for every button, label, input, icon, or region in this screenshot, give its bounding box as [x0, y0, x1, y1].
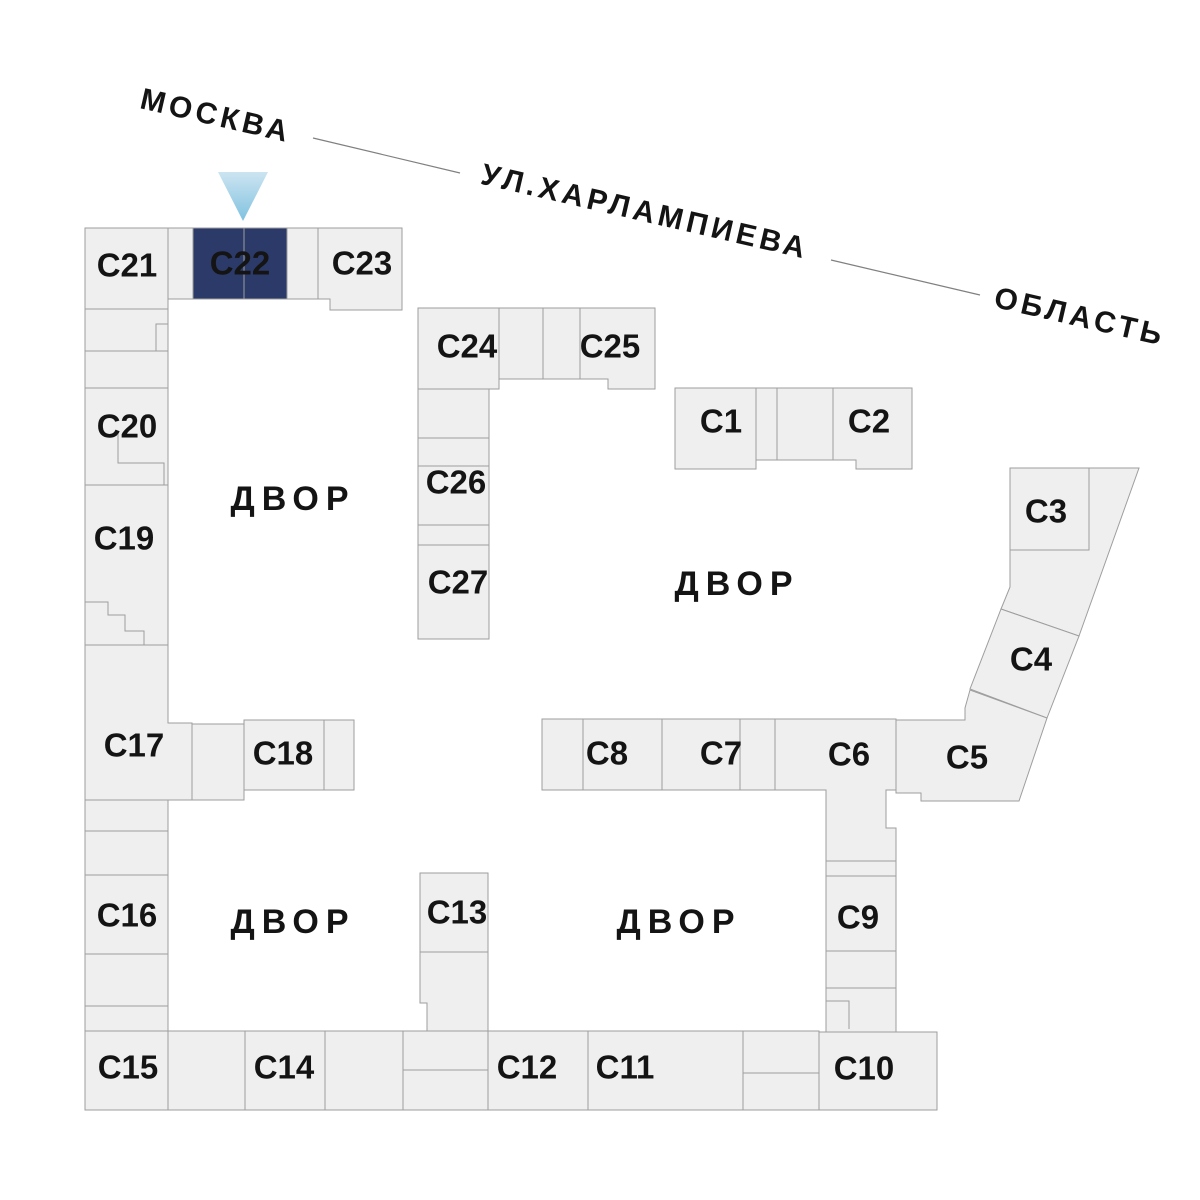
unlabeled-section: [84, 1005, 169, 1032]
unlabeled-section: [417, 388, 490, 439]
building-c19-shape: [84, 484, 169, 646]
building-c21[interactable]: С21: [84, 227, 169, 310]
building-c12-shape: [487, 1030, 589, 1111]
unlabeled-section: [417, 524, 490, 546]
building-c9[interactable]: С9: [825, 875, 897, 952]
building-c11[interactable]: С11: [587, 1030, 744, 1111]
courtyard-label: ДВОР: [230, 903, 355, 941]
unlabeled-section: [776, 387, 834, 461]
building-c16[interactable]: С16: [84, 874, 169, 955]
section-divider-line: [117, 434, 165, 485]
building-c20[interactable]: С20: [84, 387, 169, 486]
unlabeled-section: [742, 1030, 820, 1074]
building-c10[interactable]: С10: [818, 1031, 938, 1111]
unlabeled-section: [84, 799, 169, 832]
section-divider-line: [155, 323, 168, 351]
building-c22-shape: [192, 227, 245, 300]
building-c15[interactable]: С15: [84, 1030, 169, 1111]
building-c20-shape: [84, 387, 169, 486]
building-c13[interactable]: С13: [419, 872, 489, 953]
detail-lines-layer: [117, 323, 850, 1029]
building-c22[interactable]: С22: [192, 227, 288, 300]
unlabeled-section: [324, 1030, 404, 1111]
courtyard-label: ДВОР: [674, 565, 799, 603]
building-c6-shape: [774, 718, 897, 862]
building-c2-shape: [832, 387, 913, 470]
street-label-oblast: ОБЛАСТЬ: [991, 281, 1169, 353]
unlabeled-section: [84, 350, 169, 389]
unlabeled-section: [542, 307, 581, 380]
building-c3[interactable]: С3: [1009, 467, 1090, 551]
unlabeled-section: [417, 437, 490, 467]
building-c9-shape: [825, 875, 897, 952]
building-c1-shape: [674, 387, 757, 470]
street-line: [830, 259, 981, 296]
unlabeled-section: [167, 227, 194, 300]
building-c6[interactable]: С6: [774, 718, 897, 862]
unlabeled-section: [825, 950, 897, 989]
building-c8-shape: [582, 718, 663, 791]
courtyards-layer: ДВОР ДВОР ДВОР ДВОР: [230, 480, 799, 941]
unlabeled-section: [825, 860, 897, 877]
unlabeled-section: [498, 307, 544, 380]
building-c17-shape: [84, 644, 193, 801]
building-c2[interactable]: С2: [832, 387, 913, 470]
unlabeled-section: [191, 723, 245, 801]
unlabeled-section: [84, 953, 169, 1007]
building-c26-shape: [417, 465, 490, 526]
building-c14[interactable]: С14: [244, 1030, 326, 1111]
building-c21-shape: [84, 227, 169, 310]
building-c25-shape: [579, 307, 656, 390]
building-c7[interactable]: С7: [661, 718, 742, 791]
building-c24-shape: [417, 307, 500, 390]
unlabeled-section: [755, 387, 778, 461]
street-line: [312, 137, 461, 174]
building-c15-shape: [84, 1030, 169, 1111]
building-c13-shape: [419, 872, 489, 953]
selected-building-marker: [218, 172, 268, 221]
building-c25[interactable]: С25: [579, 307, 656, 390]
unlabeled-sections-layer: [84, 227, 1140, 1111]
building-c14-shape: [244, 1030, 326, 1111]
unlabeled-section: [541, 718, 584, 791]
unlabeled-section: [286, 227, 319, 300]
street-label-ul-kharlampieva: УЛ.ХАРЛАМПИЕВА: [478, 158, 812, 266]
building-c22-shape: [243, 227, 288, 300]
courtyard-label: ДВОР: [616, 903, 741, 941]
building-c23-shape: [317, 227, 403, 311]
building-c27[interactable]: С27: [417, 544, 490, 640]
section-divider-line: [826, 1000, 850, 1029]
building-c12[interactable]: С12: [487, 1030, 589, 1111]
unlabeled-section: [402, 1030, 489, 1071]
unlabeled-section: [825, 987, 897, 1033]
building-c18[interactable]: С18: [243, 719, 325, 791]
building-c23[interactable]: С23: [317, 227, 403, 311]
building-c18-shape: [243, 719, 325, 791]
unlabeled-section: [739, 718, 776, 791]
building-c1[interactable]: С1: [674, 387, 757, 470]
marker-layer: [218, 172, 268, 221]
building-c8[interactable]: С8: [582, 718, 663, 791]
building-c17[interactable]: С17: [84, 644, 193, 801]
courtyard-label: ДВОР: [230, 480, 355, 518]
building-c10-shape: [818, 1031, 938, 1111]
building-c16-shape: [84, 874, 169, 955]
building-c11-shape: [587, 1030, 744, 1111]
unlabeled-section: [419, 951, 489, 1032]
unlabeled-section: [402, 1069, 489, 1111]
building-c27-shape: [417, 544, 490, 640]
building-c3-shape: [1009, 467, 1090, 551]
unlabeled-section: [323, 719, 355, 791]
building-c5-shape: [895, 689, 1048, 802]
unlabeled-section: [84, 830, 169, 876]
building-c26[interactable]: С26: [417, 464, 490, 526]
building-c24[interactable]: С24: [417, 307, 500, 390]
unlabeled-section: [742, 1072, 820, 1111]
building-c7-shape: [661, 718, 741, 791]
street-label-moskva: МОСКВА: [137, 83, 295, 150]
unlabeled-section: [167, 1030, 246, 1111]
